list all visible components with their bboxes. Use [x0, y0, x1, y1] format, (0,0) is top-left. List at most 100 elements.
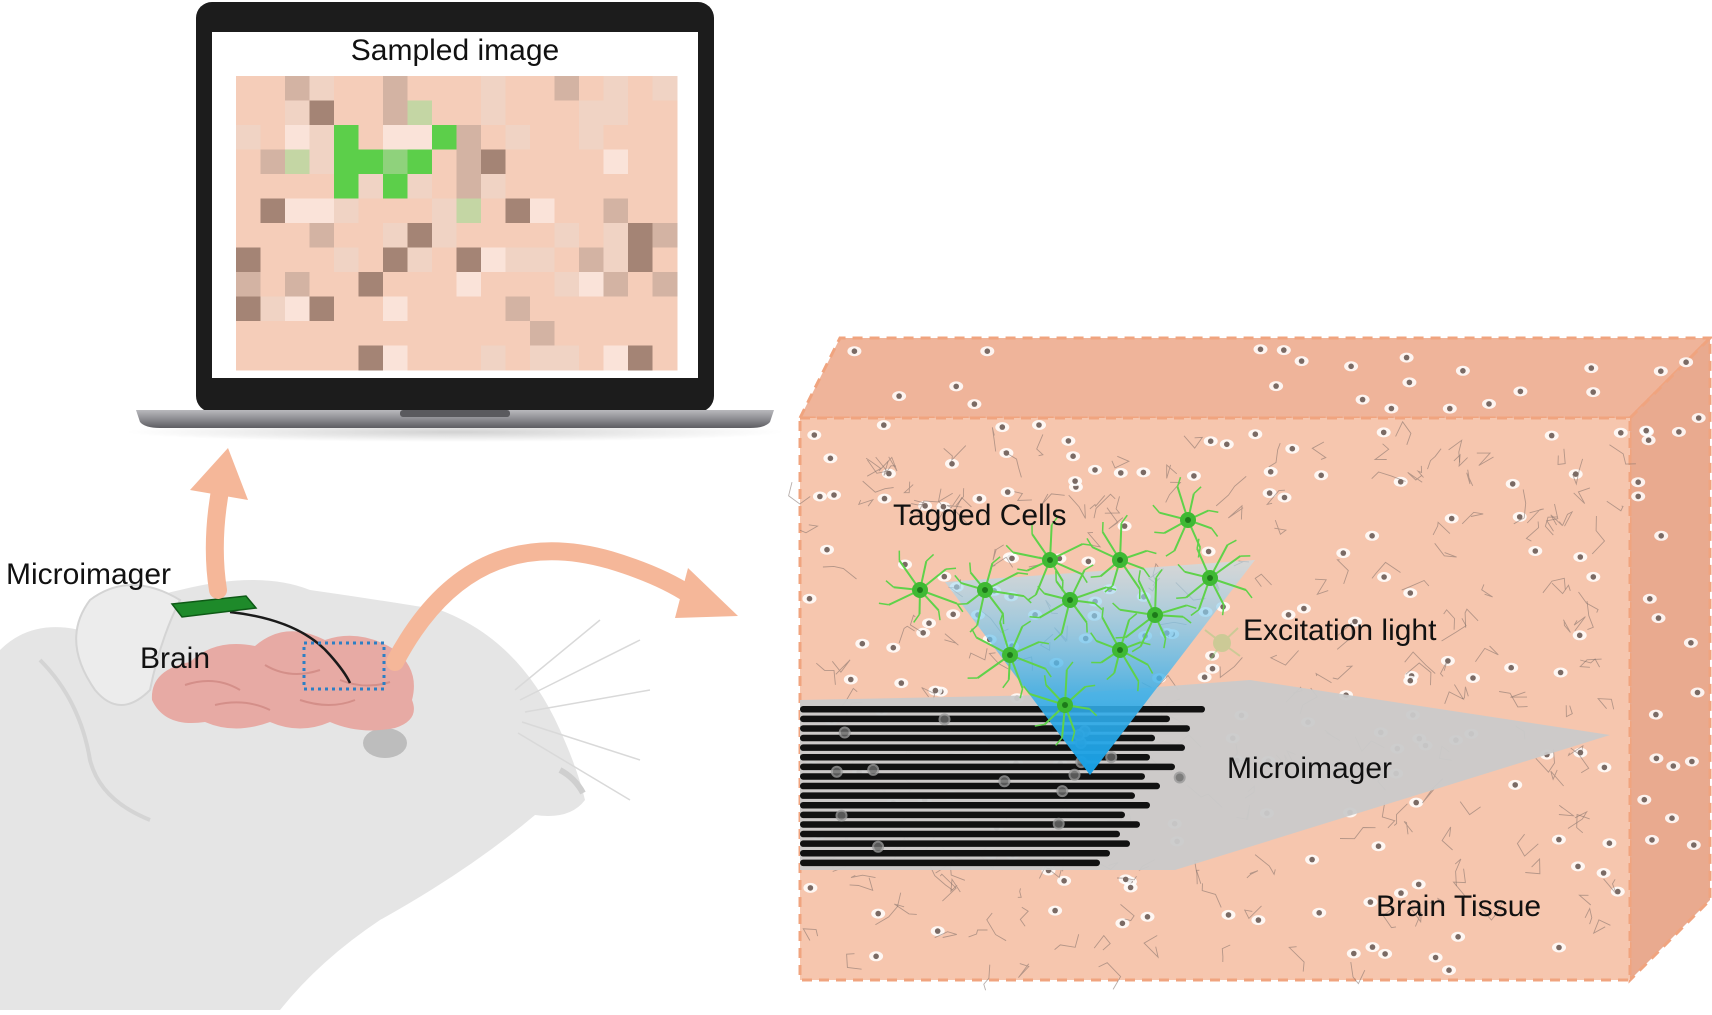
tissue-cell-nucleus	[1577, 633, 1583, 639]
mosaic-pixel	[236, 174, 261, 199]
tissue-cell-nucleus	[1449, 516, 1455, 522]
mosaic-pixel	[261, 248, 286, 273]
mosaic-pixel	[628, 174, 653, 199]
probe-cell	[837, 811, 847, 821]
mosaic-pixel	[457, 272, 482, 297]
microimager-label-right: Microimager	[1227, 752, 1392, 785]
mosaic-pixel	[506, 223, 531, 248]
probe-stripe	[800, 725, 1190, 732]
tissue-cell-nucleus	[942, 574, 948, 580]
mosaic-pixel	[653, 76, 678, 101]
mosaic-pixel	[530, 101, 555, 126]
mosaic-pixel	[359, 150, 384, 175]
mosaic-pixel	[408, 346, 433, 371]
mosaic-pixel	[408, 125, 433, 150]
mosaic-pixel	[530, 297, 555, 322]
tissue-cell-nucleus	[1607, 840, 1613, 846]
tissue-cell-nucleus	[1191, 473, 1197, 479]
mosaic-pixel	[261, 297, 286, 322]
mosaic-pixel	[506, 346, 531, 371]
mosaic-pixel	[555, 101, 580, 126]
mosaic-pixel	[555, 248, 580, 273]
mosaic-pixel	[481, 101, 506, 126]
tissue-cell-nucleus	[1290, 446, 1296, 452]
tissue-cell-nucleus	[817, 494, 823, 500]
tissue-cell-nucleus	[1407, 380, 1413, 386]
mosaic-pixel	[506, 125, 531, 150]
mosaic-pixel	[555, 297, 580, 322]
mosaic-pixel	[261, 101, 286, 126]
probe-cell	[1054, 819, 1064, 829]
laptop-notch	[400, 410, 510, 417]
mosaic-pixel	[432, 297, 457, 322]
mosaic-pixel	[432, 321, 457, 346]
mosaic-pixel	[285, 346, 310, 371]
tissue-cell-nucleus	[807, 596, 813, 602]
probe-cell	[1057, 786, 1067, 796]
mosaic-pixel	[530, 76, 555, 101]
mosaic-pixel	[579, 321, 604, 346]
tissue-cell-nucleus	[1123, 877, 1129, 883]
mosaic-pixel	[261, 272, 286, 297]
tissue-cell-nucleus	[1556, 945, 1562, 951]
mosaic-pixel	[236, 125, 261, 150]
microimager-label-left: Microimager	[6, 558, 171, 591]
mosaic-pixel	[653, 321, 678, 346]
tissue-cell-nucleus	[1066, 438, 1072, 444]
tissue-cell-nucleus	[1348, 364, 1354, 370]
tissue-cell-nucleus	[1486, 401, 1492, 407]
mosaic-pixel	[628, 223, 653, 248]
tissue-cell-nucleus	[1654, 756, 1660, 762]
mosaic-pixel	[334, 272, 359, 297]
tissue-cell-nucleus	[824, 547, 830, 553]
mosaic-pixel	[653, 125, 678, 150]
mosaic-pixel	[408, 248, 433, 273]
tissue-cell-nucleus	[1309, 857, 1315, 863]
mosaic-pixel	[408, 272, 433, 297]
mosaic-pixel	[604, 297, 629, 322]
mosaic-pixel	[457, 174, 482, 199]
mosaic-pixel	[579, 297, 604, 322]
probe-cell	[940, 714, 950, 724]
tissue-cell-nucleus	[1376, 843, 1382, 849]
tissue-cell-nucleus	[1455, 934, 1461, 940]
tissue-cell-nucleus	[1649, 837, 1655, 843]
probe-stripe	[800, 802, 1150, 809]
mouse-eye	[363, 728, 407, 758]
mosaic-pixel	[457, 199, 482, 224]
brain-tissue-label: Brain Tissue	[1376, 890, 1541, 923]
mosaic-pixel	[359, 248, 384, 273]
tissue-cell-nucleus	[1299, 358, 1305, 364]
mosaic-pixel	[530, 248, 555, 273]
mosaic-pixel	[432, 199, 457, 224]
mosaic-pixel	[432, 174, 457, 199]
tissue-cell-nucleus	[1118, 470, 1124, 476]
tissue-cell-nucleus	[1575, 864, 1581, 870]
mosaic-pixel	[310, 248, 335, 273]
mosaic-pixel	[481, 199, 506, 224]
mosaic-pixel	[383, 321, 408, 346]
mosaic-pixel	[530, 150, 555, 175]
tissue-cell-nucleus	[1512, 782, 1518, 788]
tissue-cell-nucleus	[1122, 523, 1128, 529]
mosaic-pixel	[383, 76, 408, 101]
mosaic-pixel	[604, 101, 629, 126]
tissue-cell-nucleus	[1382, 951, 1388, 957]
tissue-cell-nucleus	[899, 680, 905, 686]
probe-stripe	[800, 831, 1120, 838]
mosaic-pixel	[236, 248, 261, 273]
tissue-cell-nucleus	[1341, 550, 1347, 556]
mosaic-pixel	[359, 346, 384, 371]
mosaic-pixel	[408, 101, 433, 126]
probe-cell	[873, 842, 883, 852]
mosaic-pixel	[604, 346, 629, 371]
mosaic-pixel	[555, 76, 580, 101]
tissue-cell-nucleus	[1253, 431, 1259, 437]
brain-label: Brain	[140, 642, 210, 675]
mosaic-pixel	[457, 297, 482, 322]
tissue-cell-nucleus	[1416, 882, 1422, 888]
mosaic-pixel	[236, 346, 261, 371]
excitation-light-label: Excitation light	[1243, 614, 1437, 647]
mosaic-pixel	[261, 174, 286, 199]
